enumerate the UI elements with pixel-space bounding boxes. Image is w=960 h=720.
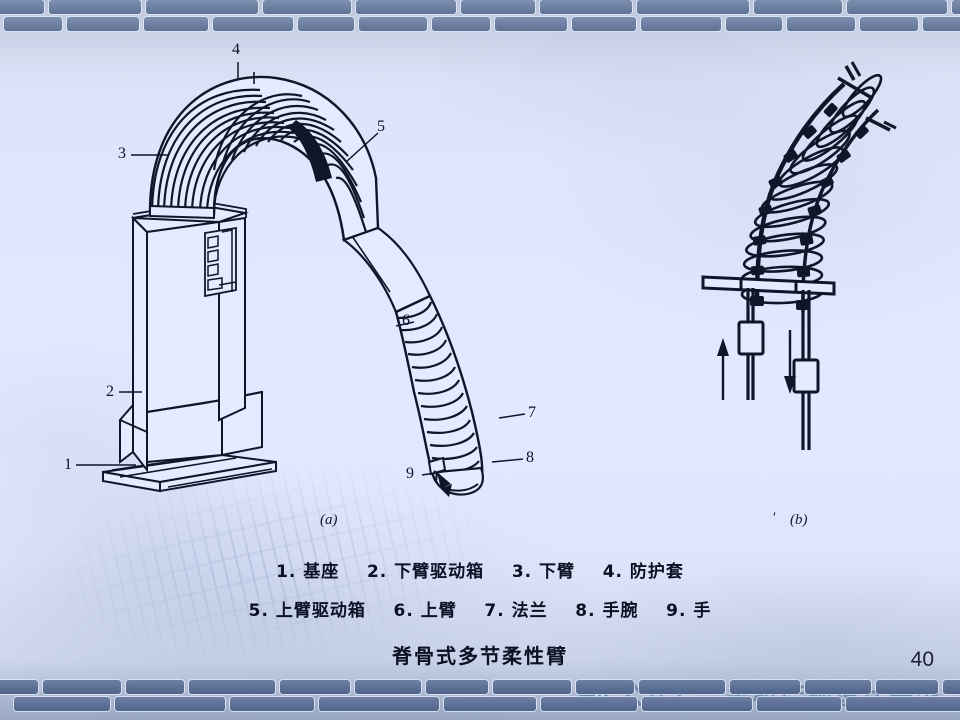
callout-2: 2 [106, 383, 114, 400]
callout-4: 4 [232, 41, 240, 58]
legend-line-1: 1. 基座 2. 下臂驱动箱 3. 下臂 4. 防护套 [0, 557, 960, 582]
callout-1: 1 [64, 456, 72, 473]
base-crossbar [701, 275, 836, 296]
wrist-and-hand-assembly [427, 456, 484, 497]
watermark-text: 公众号：手机结构设计联盟 [617, 681, 942, 710]
legend-line-2-text: 5. 上臂驱动箱 6. 上臂 7. 法兰 8. 手腕 9. 手 [248, 601, 712, 621]
callout-8: 8 [526, 449, 534, 466]
legend-line-1-text: 1. 基座 2. 下臂驱动箱 3. 下臂 4. 防护套 [276, 562, 684, 582]
figure-a-flexible-arm [76, 62, 526, 497]
figure-title: 脊骨式多节柔性臂 [392, 644, 568, 668]
lower-arm-bellows [148, 75, 380, 242]
wechat-icon [577, 681, 610, 707]
callout-5: 5 [377, 118, 385, 135]
upper-arm-tube [341, 226, 432, 314]
subcaption-b: (b) [790, 512, 808, 528]
base-plate [102, 452, 277, 493]
subcaption-b-tick: ' [772, 510, 776, 526]
callout-leader-lines-a [76, 62, 526, 476]
callout-7: 7 [528, 404, 536, 421]
spine-joint-blocks-left [750, 102, 838, 306]
direction-arrow-up [717, 338, 729, 400]
watermark: 公众号：手机结构设计联盟 [577, 676, 942, 712]
callout-6: 6 [402, 312, 410, 329]
legend-line-2: 5. 上臂驱动箱 6. 上臂 7. 法兰 8. 手腕 9. 手 [0, 596, 960, 621]
callout-3: 3 [118, 145, 126, 162]
subcaption-a: (a) [320, 512, 338, 528]
figure-b-spine-mechanism [701, 61, 897, 450]
spine-joint-blocks-right [796, 125, 869, 310]
actuation-cables [737, 288, 820, 450]
lower-drive-box-column [119, 201, 263, 473]
callout-9: 9 [406, 465, 414, 482]
page-number: 40 [910, 648, 934, 671]
direction-arrow-down [784, 330, 796, 394]
